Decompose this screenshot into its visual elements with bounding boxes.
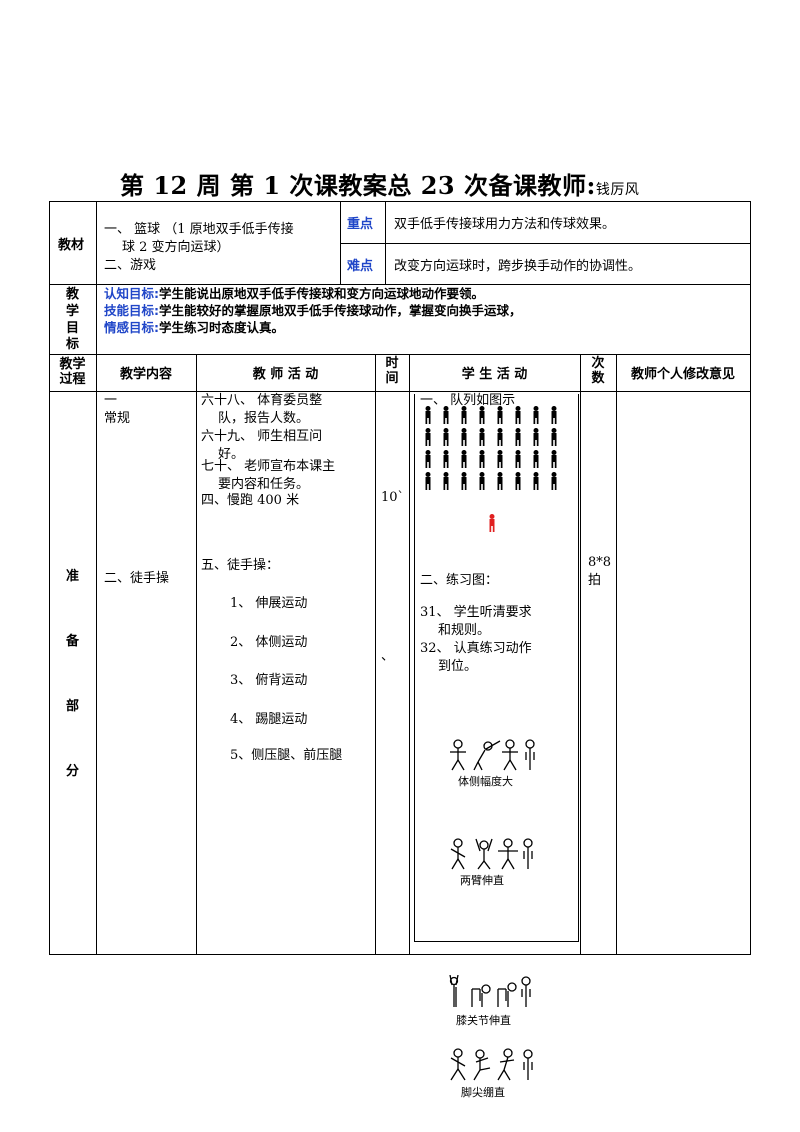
count-b: 拍 bbox=[588, 573, 602, 588]
student-1: 一、 队列如图示 bbox=[420, 393, 516, 408]
goal-skill-label: 技能目标: bbox=[104, 303, 159, 318]
caption-side-bend: 体侧幅度大 bbox=[458, 775, 513, 788]
teacher-2b: 好。 bbox=[218, 447, 245, 462]
header-time-b: 间 bbox=[385, 371, 399, 386]
goal-affective: 情感目标:学生练习时态度认真。 bbox=[104, 319, 284, 337]
count-a: 8*8 bbox=[588, 555, 612, 570]
header-process-b: 过程 bbox=[59, 372, 86, 387]
teacher-2a: 六十九、 师生相互问 bbox=[201, 429, 323, 444]
section-char-2: 备 bbox=[66, 634, 80, 649]
zhongdian-text: 双手低手传接球用力方法和传球效果。 bbox=[394, 217, 616, 232]
teacher-5: 五、徒手操： bbox=[201, 558, 280, 573]
goals-label-3: 目 bbox=[66, 321, 80, 336]
teacher-1a: 六十八、 体育委员整 bbox=[201, 393, 323, 408]
exercise-5: 5、侧压腿、前压腿 bbox=[230, 748, 343, 763]
teacher-name: 钱厉风 bbox=[595, 182, 640, 198]
jiaocai-label: 教材 bbox=[58, 238, 85, 253]
teacher-marker bbox=[489, 514, 495, 532]
goal-cognitive-label: 认知目标: bbox=[104, 286, 159, 301]
header-time-a: 时 bbox=[385, 356, 399, 371]
teacher-4: 四、慢跑 400 米 bbox=[201, 493, 300, 508]
goals-label-2: 学 bbox=[66, 304, 80, 319]
header-process-a: 教学 bbox=[59, 357, 86, 372]
goal-affective-label: 情感目标: bbox=[104, 320, 159, 335]
material-item-1b: 球 2 变方向运球） bbox=[122, 240, 230, 255]
nandian-text: 改变方向运球时，跨步换手动作的协调性。 bbox=[394, 259, 642, 274]
content-2: 二、徒手操 bbox=[104, 571, 170, 586]
goals-label-1: 教 bbox=[66, 287, 80, 302]
caption-knee-straight: 膝关节伸直 bbox=[456, 1014, 511, 1027]
teacher-3b: 要内容和任务。 bbox=[218, 477, 310, 492]
teacher-3a: 七十、 老师宣布本课主 bbox=[201, 459, 336, 474]
student-2: 二、练习图： bbox=[420, 573, 499, 588]
time-mark: 、 bbox=[381, 649, 395, 664]
student-4a: 32、 认真练习动作 bbox=[420, 641, 532, 656]
material-item-2: 二、游戏 bbox=[104, 258, 157, 273]
caption-arms-straight: 两臂伸直 bbox=[460, 874, 504, 887]
exercise-1: 1、 伸展运动 bbox=[230, 596, 308, 611]
zhongdian-label: 重点 bbox=[347, 217, 374, 232]
header-count-a: 次 bbox=[591, 356, 605, 371]
goal-skill: 技能目标:学生能较好的掌握原地双手低手传接球动作，掌握变向换手运球， bbox=[104, 302, 522, 320]
goal-cognitive: 认知目标:学生能说出原地双手低手传接球和变方向运球地动作要领。 bbox=[104, 285, 484, 303]
section-char-4: 分 bbox=[66, 764, 80, 779]
section-char-1: 准 bbox=[66, 569, 80, 584]
goal-affective-text: 学生练习时态度认真。 bbox=[159, 320, 285, 335]
toe-point-figure bbox=[450, 1048, 533, 1081]
student-3b: 和规则。 bbox=[438, 623, 491, 638]
header-opinion: 教师个人修改意见 bbox=[630, 367, 735, 382]
arms-straight-figure bbox=[450, 838, 533, 870]
section-char-3: 部 bbox=[66, 699, 80, 714]
title-main: 第 12 周 第 1 次课教案总 23 次备课教师: bbox=[120, 171, 596, 200]
caption-toe-point: 脚尖绷直 bbox=[461, 1086, 505, 1099]
material-item-1a: 一、 篮球 （1 原地双手低手传接 bbox=[104, 222, 294, 237]
goal-cognitive-text: 学生能说出原地双手低手传接球和变方向运球地动作要领。 bbox=[159, 286, 485, 301]
header-student: 学 生 活 动 bbox=[461, 367, 528, 382]
student-3a: 31、 学生听清要求 bbox=[420, 605, 532, 620]
student-4b: 到位。 bbox=[438, 659, 478, 674]
nandian-label: 难点 bbox=[347, 259, 374, 274]
exercise-4: 4、 踢腿运动 bbox=[230, 712, 308, 727]
header-teacher: 教 师 活 动 bbox=[252, 367, 319, 382]
exercise-2: 2、 体侧运动 bbox=[230, 635, 308, 650]
goal-skill-text: 学生能较好的掌握原地双手低手传接球动作，掌握变向换手运球， bbox=[159, 303, 522, 318]
teacher-1b: 队，报告人数。 bbox=[218, 411, 310, 426]
side-bend-figure bbox=[450, 739, 535, 771]
student-formation bbox=[425, 406, 557, 490]
knee-straight-figure bbox=[449, 975, 531, 1007]
page-title: 第 12 周 第 1 次课教案总 23 次备课教师:钱厉风 bbox=[120, 166, 639, 201]
time-value: 10` bbox=[381, 490, 405, 505]
exercise-3: 3、 俯背运动 bbox=[230, 673, 308, 688]
header-content: 教学内容 bbox=[119, 367, 172, 382]
goals-label-4: 标 bbox=[66, 337, 80, 352]
header-count-b: 数 bbox=[591, 371, 605, 386]
content-1a: 一 bbox=[104, 393, 118, 408]
content-1b: 常规 bbox=[104, 411, 131, 426]
formation-diagram bbox=[425, 406, 557, 532]
